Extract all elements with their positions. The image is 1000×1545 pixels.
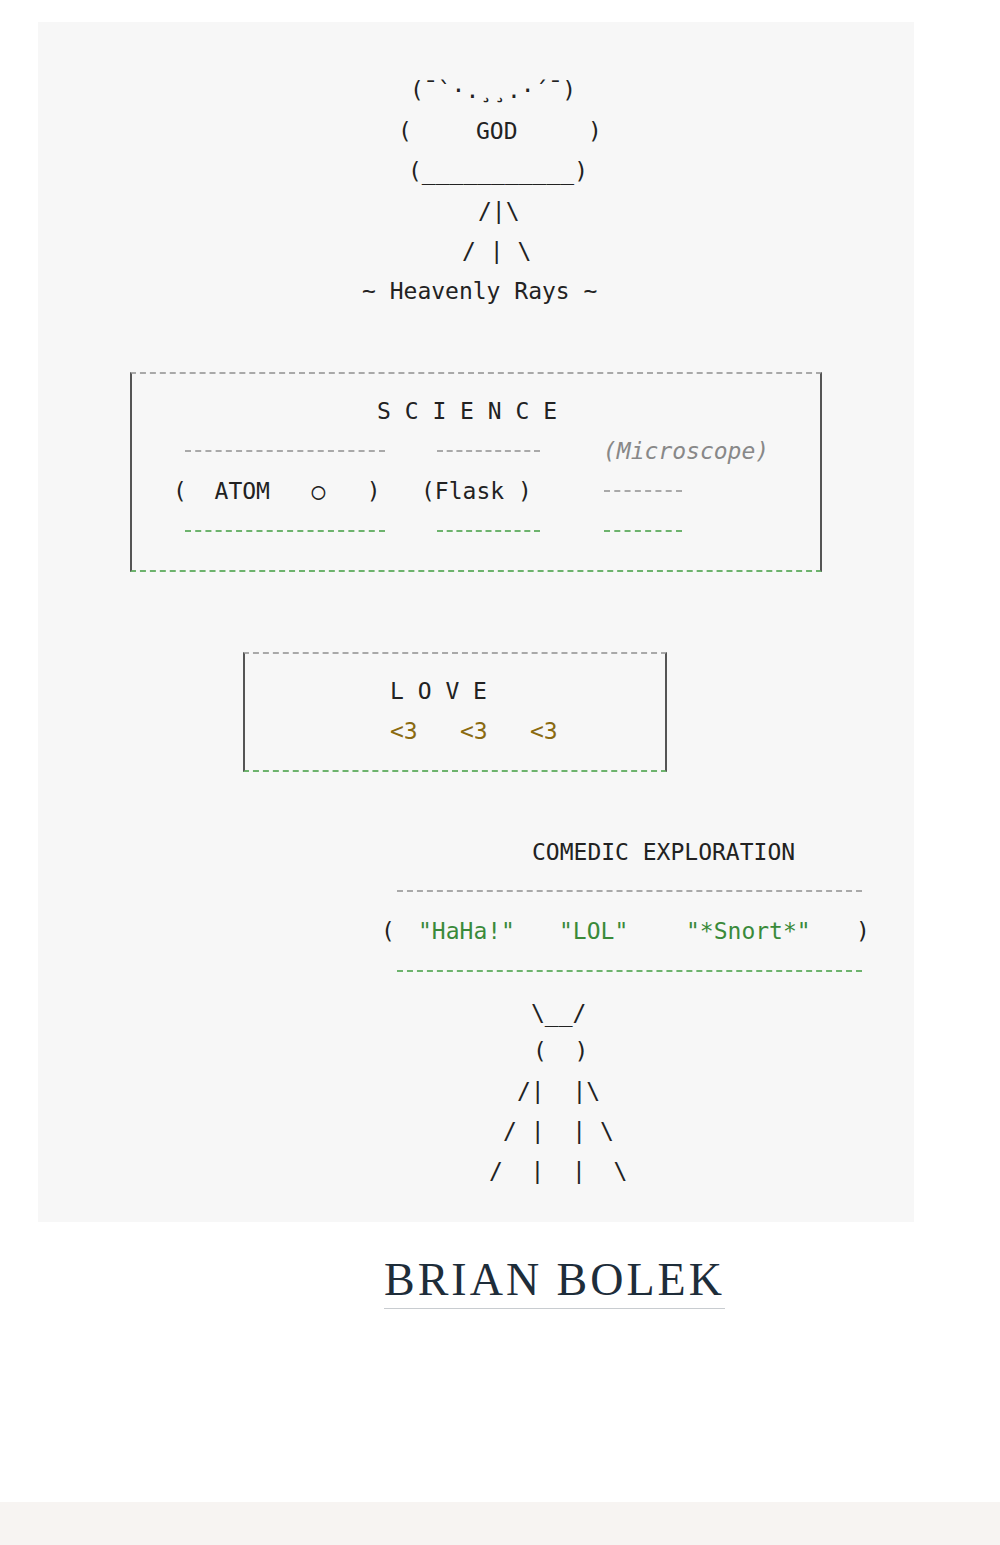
god-text: GOD — [476, 118, 518, 144]
comedy-paren: ) — [856, 918, 870, 944]
rays-caption: ~ Heavenly Rays ~ — [362, 278, 597, 304]
comedy-text: COMEDIC EXPLORATION — [532, 839, 795, 865]
author-name: BRIAN BOLEK — [384, 1252, 725, 1309]
figure-head-top: \__/ — [531, 1000, 586, 1026]
flask-box: (Flask ) — [437, 450, 540, 532]
heavenly-ray: /|\ — [478, 198, 520, 224]
comedy-text: "HaHa!" — [418, 918, 515, 944]
microscope-box: (Microscope) — [604, 490, 682, 532]
love-text: L O V E — [390, 678, 487, 704]
bottom-strip — [0, 1502, 1000, 1545]
comedy-text: "LOL" — [559, 918, 628, 944]
cover-panel — [38, 22, 914, 1222]
figure-arms: /| |\ — [517, 1078, 600, 1104]
science-box: ( ATOM ○ ) (Flask ) (Microscope) S C I E N … — [130, 372, 822, 572]
figure-legs: / | | \ — [489, 1158, 627, 1184]
microscope-label: (Microscope) — [603, 438, 769, 464]
atom-box: ( ATOM ○ ) — [185, 450, 385, 532]
comedy-text: "*Snort*" — [686, 918, 811, 944]
cloud-side: ) — [588, 118, 602, 144]
figure-head: ( ) — [533, 1038, 588, 1064]
flask-label: (Flask ) — [421, 478, 532, 504]
love-text: <3 — [530, 718, 558, 744]
figure-body: / | | \ — [503, 1118, 614, 1144]
cloud-bottom: (___________) — [408, 158, 588, 184]
comedy-paren: ( — [381, 918, 395, 944]
god-cloud: GOD — [412, 112, 582, 152]
cloud-side: ( — [398, 118, 412, 144]
love-text: <3 — [390, 718, 418, 744]
science-title: S C I E N C E — [377, 398, 557, 424]
atom-label: ( ATOM ○ ) — [173, 478, 381, 504]
comedy-box: COMEDIC EXPLORATION"HaHa!""LOL""*Snort*" — [397, 890, 862, 972]
heavenly-ray: / | \ — [462, 238, 531, 264]
love-text: <3 — [460, 718, 488, 744]
love-box: L O V E <3 <3 <3 — [243, 652, 667, 772]
cloud-top: (¯`·.¸¸.·´¯) — [410, 77, 576, 103]
